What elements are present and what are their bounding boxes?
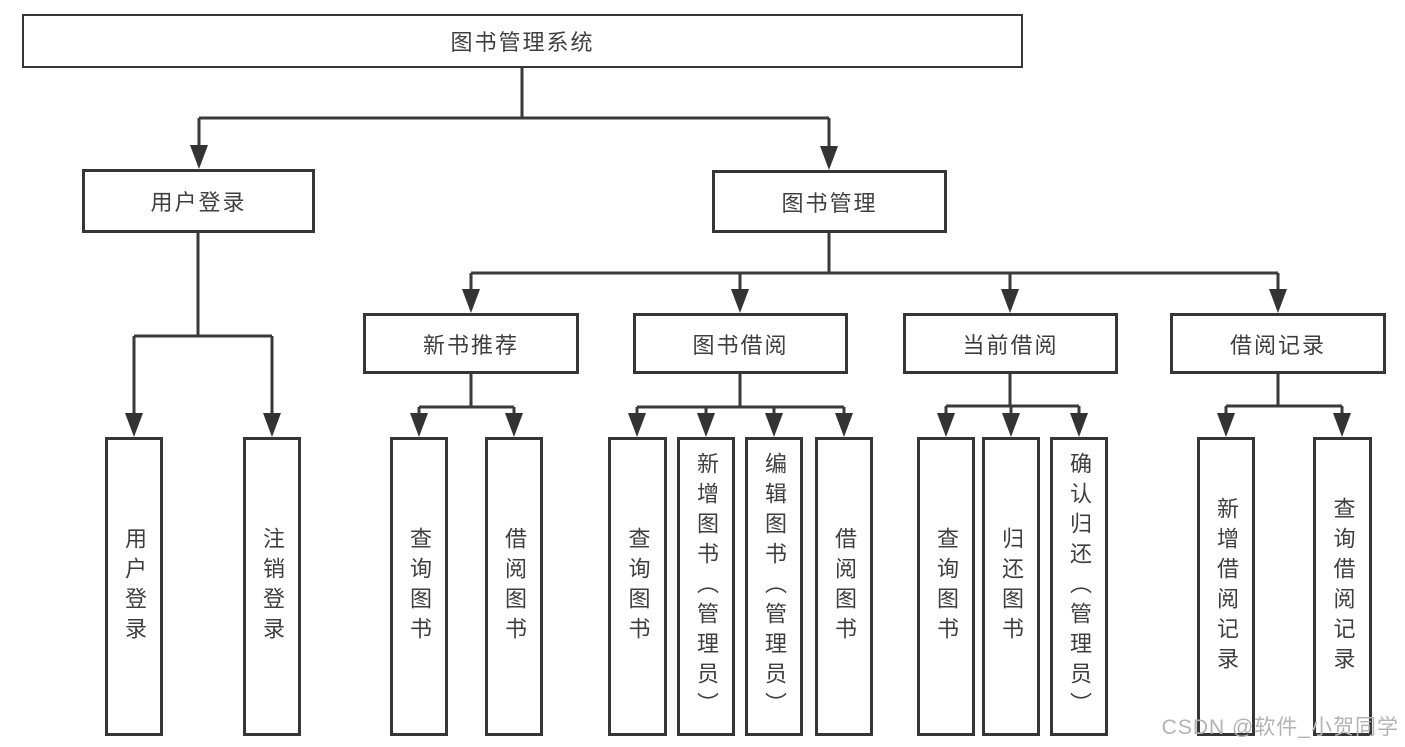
node-user-login: 用户登录 xyxy=(82,169,315,233)
leaf-label: 新增图书（管理员） xyxy=(694,451,719,722)
node-label: 图书管理 xyxy=(781,190,878,216)
leaf-confirm-return-admin: 确认归还（管理员） xyxy=(1050,437,1108,736)
leaf-edit-books-admin: 编辑图书（管理员） xyxy=(745,437,803,736)
arrow-down-icons xyxy=(125,145,1351,437)
leaf-query-borrow-record: 查询借阅记录 xyxy=(1313,437,1372,736)
leaf-label: 借阅图书 xyxy=(502,526,527,647)
leaf-label: 编辑图书（管理员） xyxy=(762,451,787,722)
node-library-management-system: 图书管理系统 xyxy=(22,14,1023,68)
leaf-query-books-borrow: 查询图书 xyxy=(608,437,667,736)
leaf-label: 查询图书 xyxy=(934,526,959,647)
leaf-logout: 注销登录 xyxy=(243,437,301,736)
leaf-label: 查询图书 xyxy=(407,526,432,647)
leaf-label: 用户登录 xyxy=(122,526,147,647)
leaf-label: 归还图书 xyxy=(999,526,1024,647)
node-label: 新书推荐 xyxy=(422,332,519,358)
leaf-label: 查询图书 xyxy=(625,526,651,647)
node-new-book-recommend: 新书推荐 xyxy=(363,313,579,374)
leaf-borrow-books: 借阅图书 xyxy=(815,437,873,736)
leaf-query-books-recommend: 查询图书 xyxy=(390,437,448,736)
node-label: 图书借阅 xyxy=(692,332,789,358)
leaf-query-books-current: 查询图书 xyxy=(917,437,975,736)
node-borrowing-records: 借阅记录 xyxy=(1170,313,1386,374)
leaf-return-books: 归还图书 xyxy=(982,437,1040,736)
leaf-label: 新增借阅记录 xyxy=(1214,496,1239,677)
node-label: 用户登录 xyxy=(150,190,247,215)
node-book-management: 图书管理 xyxy=(712,170,947,233)
leaf-label: 确认归还（管理员） xyxy=(1067,451,1092,722)
csdn-watermark: CSDN @软件_小贺同学 xyxy=(1161,716,1399,739)
node-label: 当前借阅 xyxy=(962,332,1059,358)
node-label: 图书管理系统 xyxy=(450,30,595,55)
node-book-borrowing: 图书借阅 xyxy=(633,313,848,374)
leaf-user-login: 用户登录 xyxy=(105,437,163,736)
leaf-add-books-admin: 新增图书（管理员） xyxy=(677,437,735,736)
leaf-label: 注销登录 xyxy=(260,526,285,647)
leaf-label: 借阅图书 xyxy=(832,526,857,647)
node-label: 借阅记录 xyxy=(1229,332,1326,358)
leaf-label: 查询借阅记录 xyxy=(1330,496,1356,677)
leaf-add-borrow-record: 新增借阅记录 xyxy=(1197,437,1255,736)
leaf-borrow-books-recommend: 借阅图书 xyxy=(485,437,543,736)
node-current-borrowing: 当前借阅 xyxy=(903,313,1118,374)
